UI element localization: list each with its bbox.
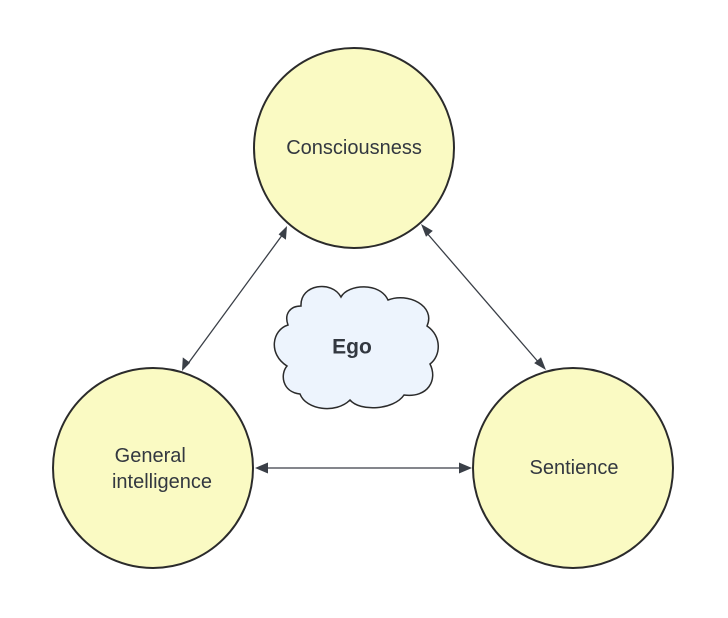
arrowhead-icon <box>255 462 268 474</box>
ego-cloud: Ego <box>273 285 439 410</box>
edge-consciousness-general-intelligence <box>182 226 287 371</box>
cloud-icon <box>273 285 439 410</box>
node-sentience-label: Sentience <box>530 457 619 479</box>
arrowhead-icon <box>278 226 287 240</box>
edges <box>182 224 546 474</box>
node-sentience: Sentience <box>472 367 674 569</box>
node-general-intelligence-label-line2: intelligence <box>112 471 212 493</box>
arrowhead-icon <box>534 357 546 370</box>
ego-label: Ego <box>332 336 372 359</box>
node-general-intelligence-label-line1: General <box>115 445 186 467</box>
edge-general-intelligence-sentience <box>255 462 472 474</box>
node-consciousness: Consciousness <box>253 47 455 249</box>
arrowhead-icon <box>459 462 472 474</box>
node-general-intelligence-label: General intelligence <box>112 445 212 493</box>
node-consciousness-label: Consciousness <box>286 137 422 159</box>
node-general-intelligence: General intelligence <box>52 367 254 569</box>
arrowhead-icon <box>421 224 433 237</box>
edge-consciousness-sentience <box>421 224 546 370</box>
arrowhead-icon <box>182 357 191 371</box>
